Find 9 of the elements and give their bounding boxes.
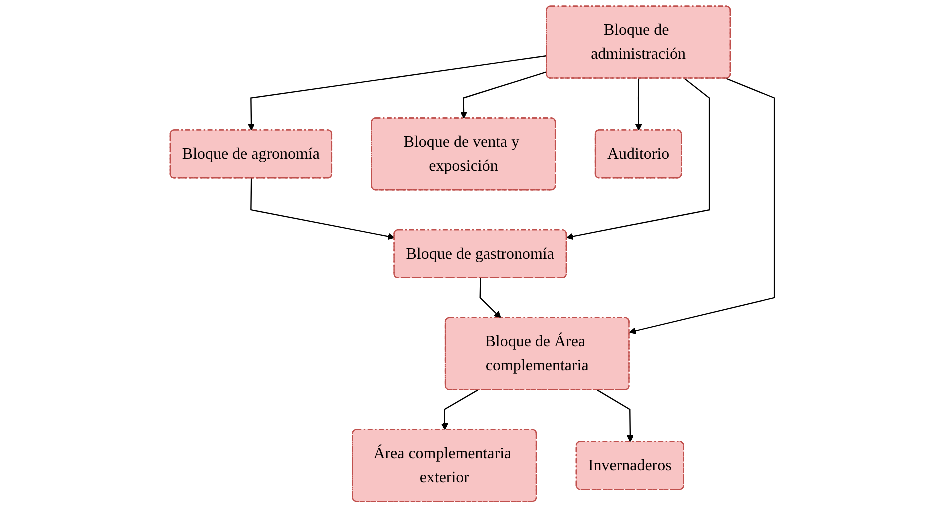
arrow — [441, 390, 478, 430]
arrow — [629, 78, 776, 335]
arrow — [480, 278, 502, 319]
arrow — [597, 390, 634, 442]
arrow — [635, 78, 642, 131]
arrow — [250, 178, 396, 240]
arrow — [248, 55, 548, 131]
arrow — [566, 78, 710, 240]
arrow — [460, 72, 548, 119]
